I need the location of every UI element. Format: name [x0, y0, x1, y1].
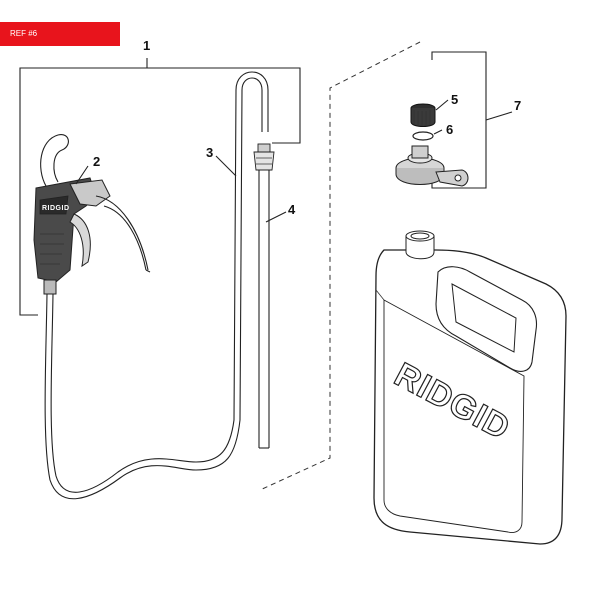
callout-6: 6 — [446, 122, 453, 137]
callout-2: 2 — [93, 154, 100, 169]
jug — [373, 230, 567, 545]
callout-5: 5 — [451, 92, 458, 107]
hose — [44, 71, 269, 500]
spray-gun: RIDGID — [33, 134, 151, 295]
bracket-1 — [19, 58, 301, 316]
gun-logo: RIDGID — [42, 205, 70, 212]
callout-4: 4 — [288, 202, 296, 217]
callout-1: 1 — [143, 38, 150, 53]
callout-7: 7 — [514, 98, 521, 113]
cap-parts — [395, 103, 469, 187]
leader-lines — [75, 99, 449, 223]
callout-3: 3 — [206, 145, 213, 160]
bracket-7 — [431, 51, 513, 189]
ref-badge: REF #6 — [0, 22, 120, 46]
dip-tube — [253, 143, 275, 449]
